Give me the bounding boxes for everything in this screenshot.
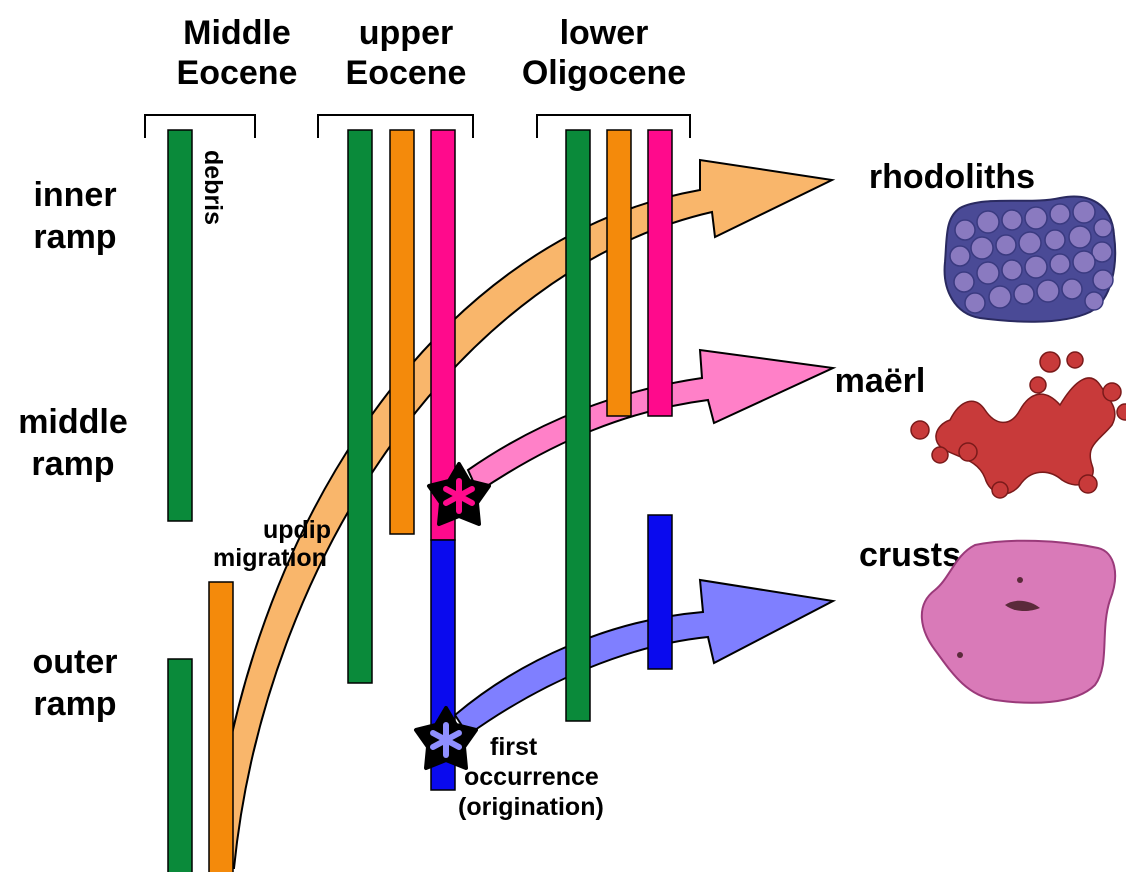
ramp-outer-line1: outer bbox=[33, 643, 118, 681]
bar-lower-oligocene-blue bbox=[648, 515, 672, 669]
updip-label-line2: migration bbox=[213, 544, 327, 572]
ramp-middle-line1: middle bbox=[18, 403, 128, 441]
epoch-2-line2: Eocene bbox=[346, 54, 467, 92]
ramp-middle-line2: ramp bbox=[31, 445, 114, 483]
bracket-middle-eocene bbox=[145, 115, 255, 138]
ramp-inner-line2: ramp bbox=[33, 218, 116, 256]
morph-maerl-label: maërl bbox=[835, 362, 926, 400]
first-occurrence-line3: (origination) bbox=[458, 793, 604, 821]
bar-upper-eocene-green bbox=[348, 130, 372, 683]
crust-migration-arrow bbox=[455, 580, 833, 735]
morph-crusts-label: crusts bbox=[859, 536, 961, 574]
epoch-2-line1: upper bbox=[359, 14, 453, 52]
ramp-outer-line2: ramp bbox=[33, 685, 116, 723]
rhodolith-migration-arrow bbox=[212, 160, 832, 868]
debris-label: debris bbox=[199, 150, 227, 225]
maerl-specimen-image bbox=[911, 352, 1126, 498]
epoch-3-line2: Oligocene bbox=[522, 54, 686, 92]
bar-lower-oligocene-magenta bbox=[648, 130, 672, 416]
bar-middle-eocene-orange bbox=[209, 582, 233, 872]
morph-rhodoliths-label: rhodoliths bbox=[869, 158, 1035, 196]
bar-lower-oligocene-orange bbox=[607, 130, 631, 416]
first-occurrence-line2: occurrence bbox=[464, 763, 599, 791]
bar-middle-eocene-green-upper bbox=[168, 130, 192, 521]
rhodolith-specimen-image bbox=[945, 197, 1116, 322]
epoch-1-line1: Middle bbox=[183, 14, 291, 52]
ramp-inner-line1: inner bbox=[33, 176, 116, 214]
bar-upper-eocene-orange bbox=[390, 130, 414, 534]
bar-middle-eocene-green-lower bbox=[168, 659, 192, 872]
epoch-1-line2: Eocene bbox=[177, 54, 298, 92]
epoch-3-line1: lower bbox=[560, 14, 649, 52]
bar-lower-oligocene-green bbox=[566, 130, 590, 721]
updip-label-line1: updip bbox=[263, 516, 331, 544]
first-occurrence-line1: first bbox=[490, 733, 538, 761]
